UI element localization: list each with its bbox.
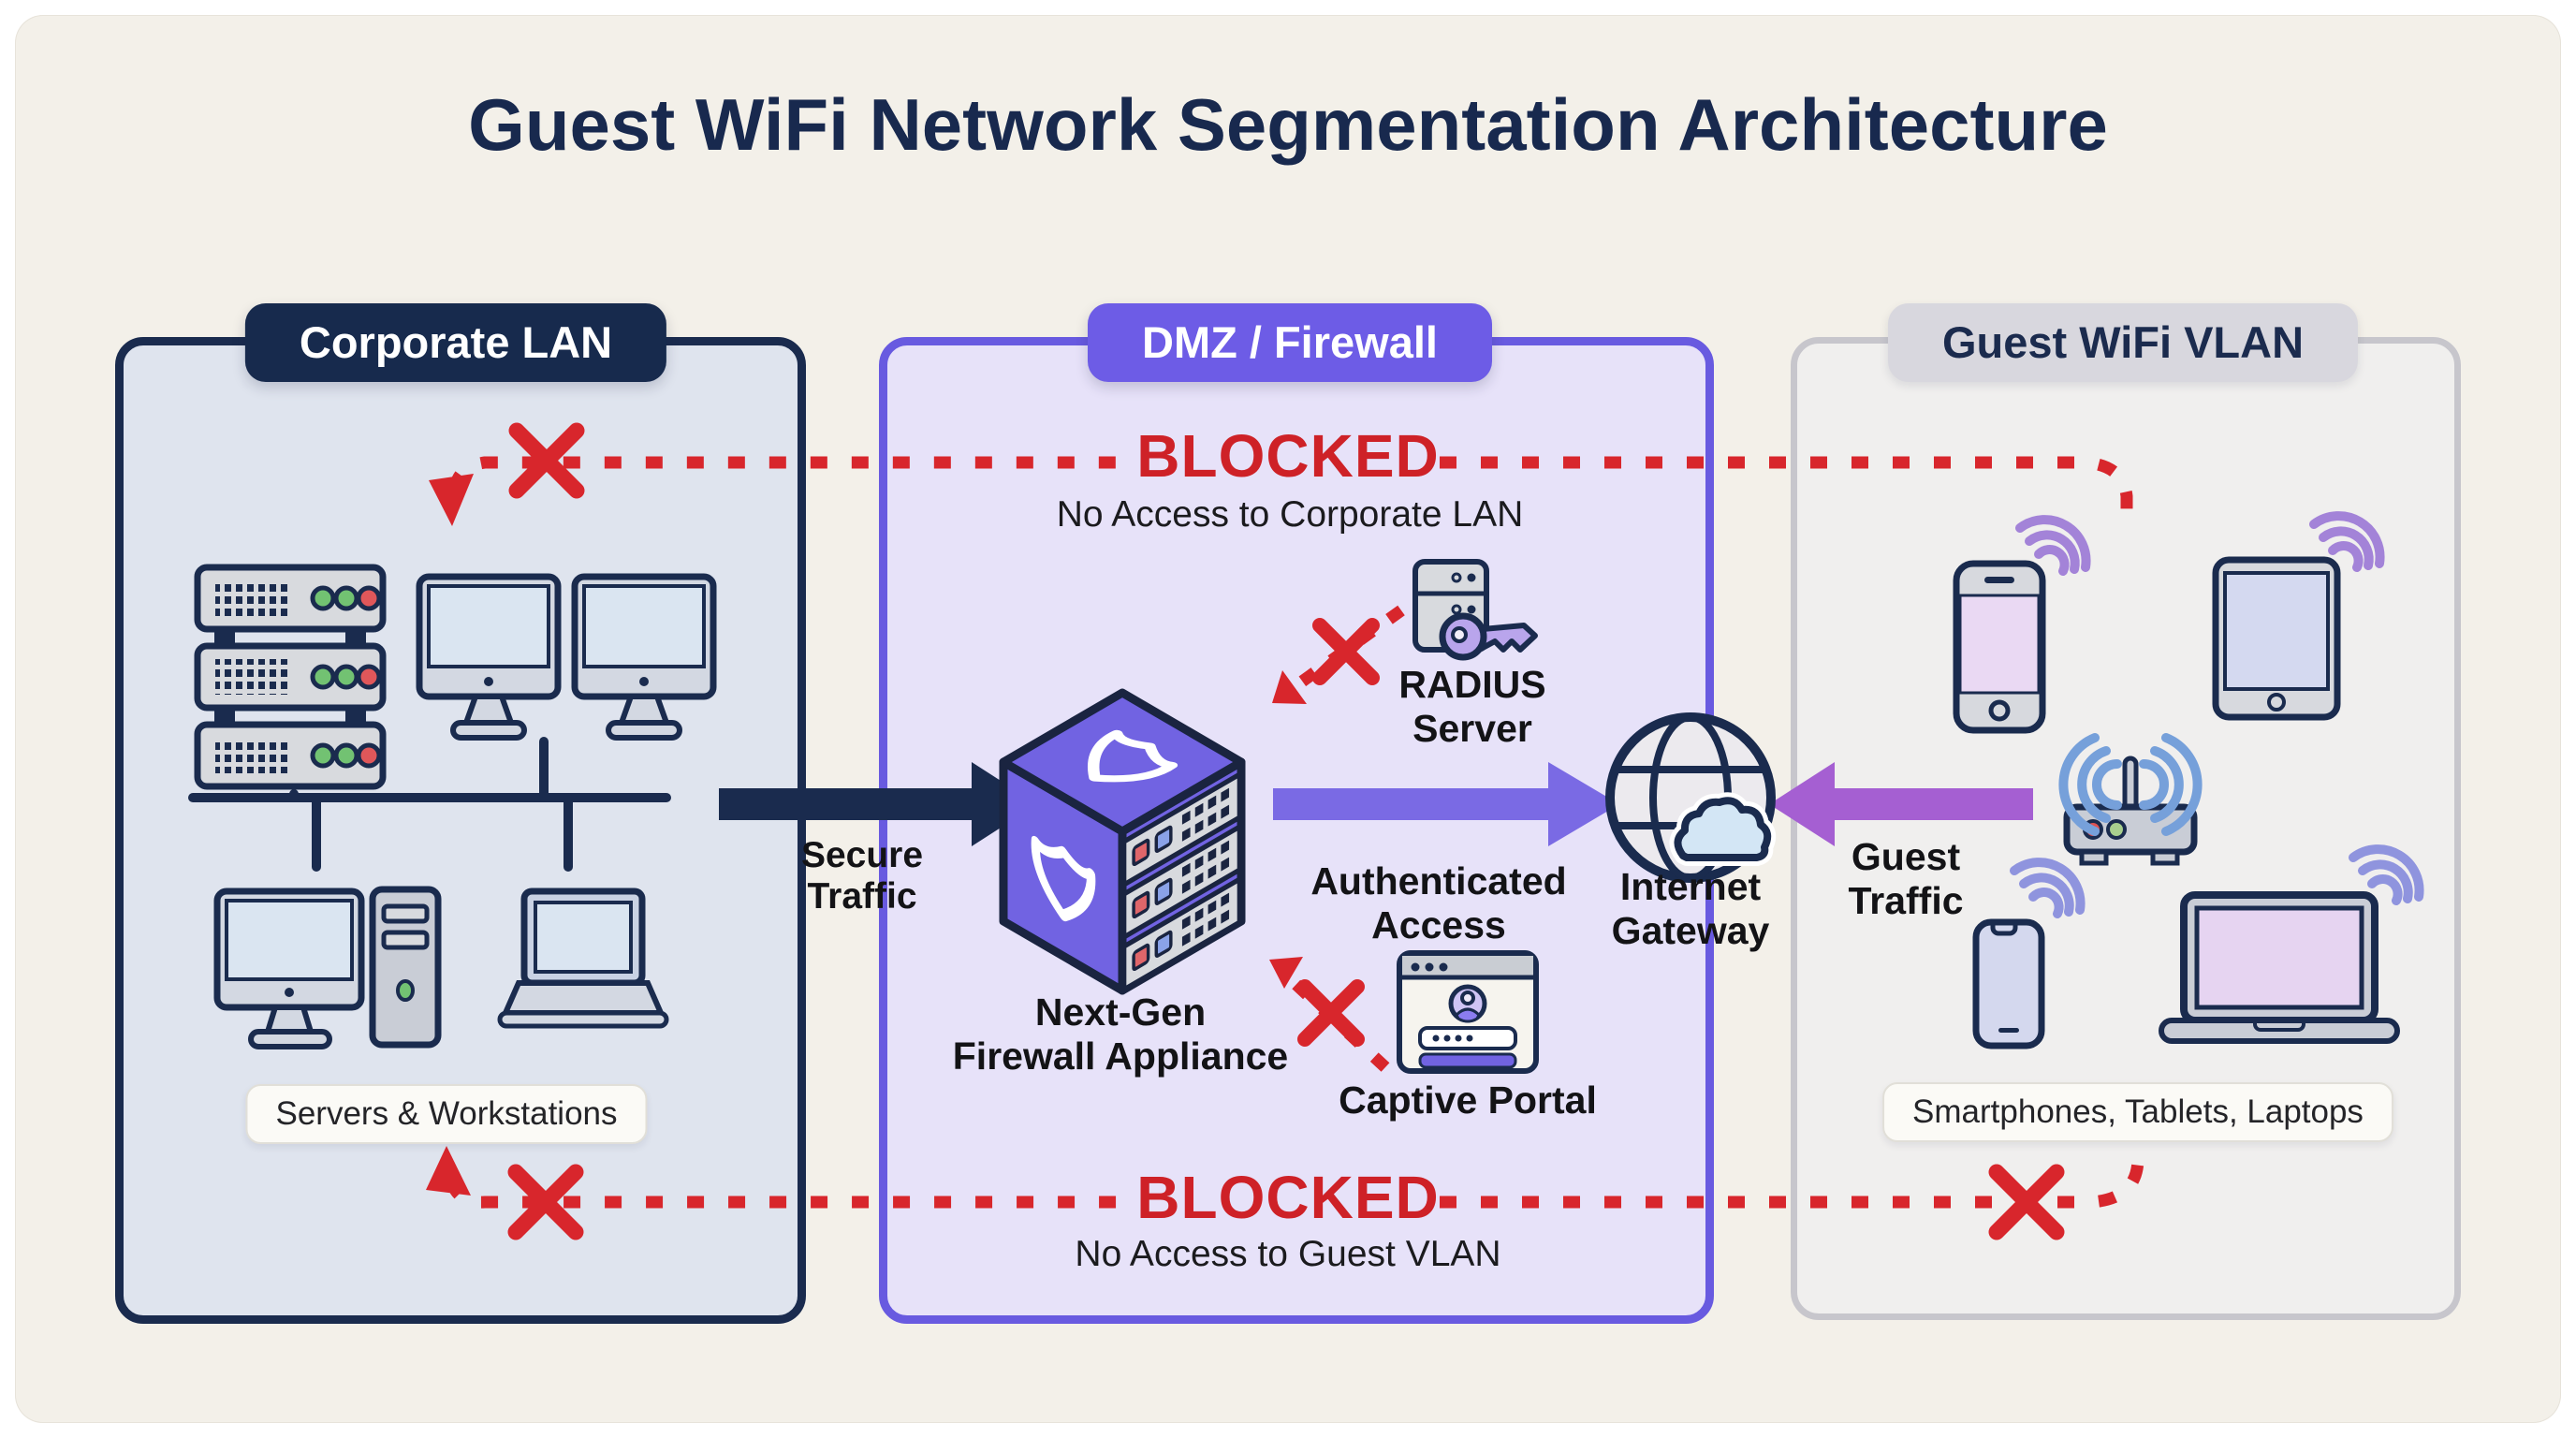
zone-label-dmz-firewall: DMZ / Firewall (1088, 303, 1492, 382)
guest-traffic-label: Guest Traffic (1848, 835, 1964, 922)
internet-gateway-label: Internet Gateway (1611, 865, 1770, 952)
zone-label-guest-wifi-vlan: Guest WiFi VLAN (1887, 303, 2359, 382)
blocked-bottom-subtitle: No Access to Guest VLAN (1075, 1234, 1501, 1274)
blocked-top-subtitle: No Access to Corporate LAN (1056, 494, 1524, 535)
guest-devices-caption: Smartphones, Tablets, Laptops (1882, 1082, 2393, 1142)
page-title: Guest WiFi Network Segmentation Architec… (468, 83, 2108, 166)
authenticated-access-label: Authenticated Access (1310, 859, 1567, 946)
zone-label-corporate-lan: Corporate LAN (244, 303, 667, 382)
zone-guest-wifi-vlan (1791, 337, 2461, 1320)
radius-server-label: RADIUS Server (1398, 663, 1546, 750)
captive-portal-label: Captive Portal (1339, 1078, 1597, 1122)
corporate-devices-caption: Servers & Workstations (245, 1084, 648, 1144)
blocked-bottom-label: BLOCKED (1136, 1164, 1440, 1231)
zone-corporate-lan (115, 337, 806, 1324)
blocked-top-label: BLOCKED (1136, 422, 1440, 490)
secure-traffic-label: Secure Traffic (800, 835, 924, 917)
firewall-label: Next-Gen Firewall Appliance (952, 990, 1289, 1078)
